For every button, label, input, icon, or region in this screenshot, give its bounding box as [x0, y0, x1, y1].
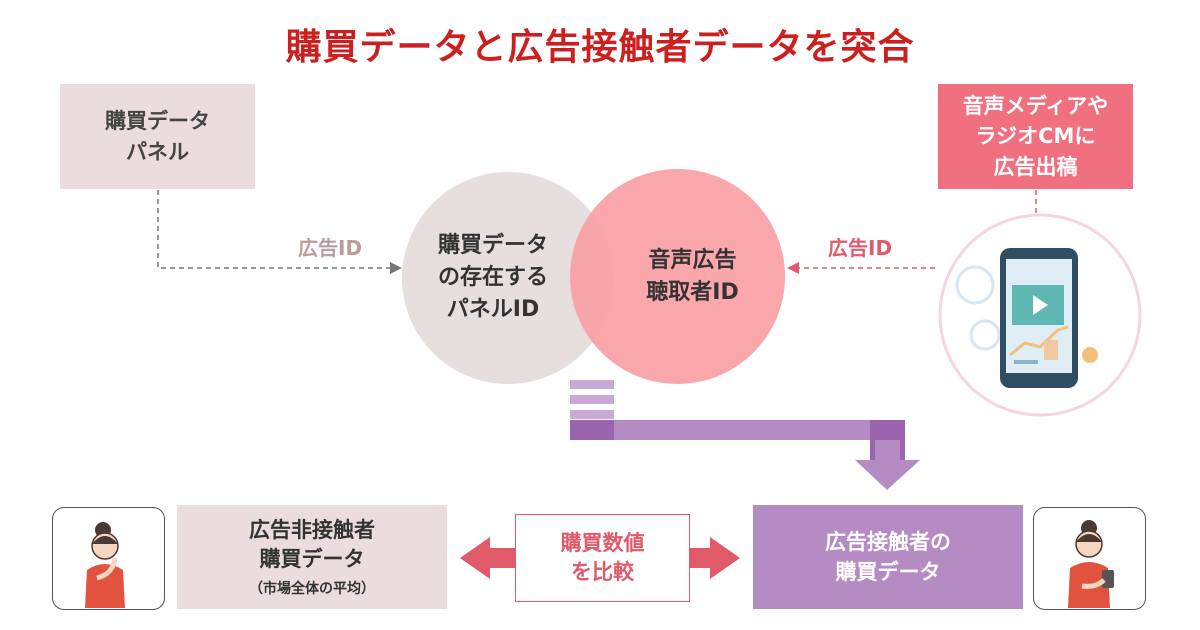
- smartphone-video-icon: [955, 248, 1098, 388]
- diagram-title: 購買データと広告接触者データを突合: [285, 27, 915, 68]
- panel-box-line2: パネル: [126, 139, 189, 164]
- media-box-line1: 音声メディアや: [962, 93, 1109, 118]
- circle-right-line2: 聴取者ID: [646, 279, 739, 305]
- audio-media-box: 音声メディアや ラジオCMに 広告出稿: [938, 84, 1133, 189]
- bottom-left-line3: （市場全体の平均）: [249, 581, 375, 598]
- thinking-woman-icon: [52, 507, 165, 610]
- dashed-connector-left: [157, 190, 392, 269]
- listener-id-circle: 音声広告 聴取者ID: [570, 169, 785, 384]
- woman-with-phone-icon: [1033, 507, 1146, 610]
- bottom-right-line1: 広告接触者の: [825, 529, 951, 554]
- exposed-purchase-box: 広告接触者の 購買データ: [753, 505, 1023, 609]
- purchase-data-panel-box: 購買データ パネル: [60, 84, 255, 189]
- bottom-left-line1: 広告非接触者: [249, 517, 375, 542]
- compare-box: 購買数値 を比較: [515, 514, 690, 602]
- ad-id-label-left: 広告ID: [298, 236, 363, 260]
- circle-left-line1: 購買データ: [437, 233, 548, 259]
- arrowhead-right: [787, 262, 799, 274]
- media-box-line3: 広告出稿: [993, 154, 1078, 179]
- arrowhead-left: [390, 262, 402, 274]
- compare-line2: を比較: [571, 560, 634, 584]
- circle-right-line1: 音声広告: [648, 247, 737, 273]
- panel-id-circle: 購買データ の存在する パネルID: [402, 172, 614, 384]
- ad-id-label-right: 広告ID: [828, 236, 893, 260]
- flow-arrow: [570, 380, 920, 490]
- panel-box-line1: 購買データ: [105, 109, 210, 134]
- bottom-right-line2: 購買データ: [835, 560, 941, 584]
- bottom-left-line2: 購買データ: [259, 547, 365, 571]
- circle-left-line2: の存在する: [437, 265, 548, 291]
- non-exposed-purchase-box: 広告非接触者 購買データ （市場全体の平均）: [177, 505, 447, 609]
- media-box-line2: ラジオCMに: [975, 124, 1096, 149]
- compare-line1: 購買数値: [560, 530, 645, 555]
- circle-left-line3: パネルID: [446, 296, 540, 322]
